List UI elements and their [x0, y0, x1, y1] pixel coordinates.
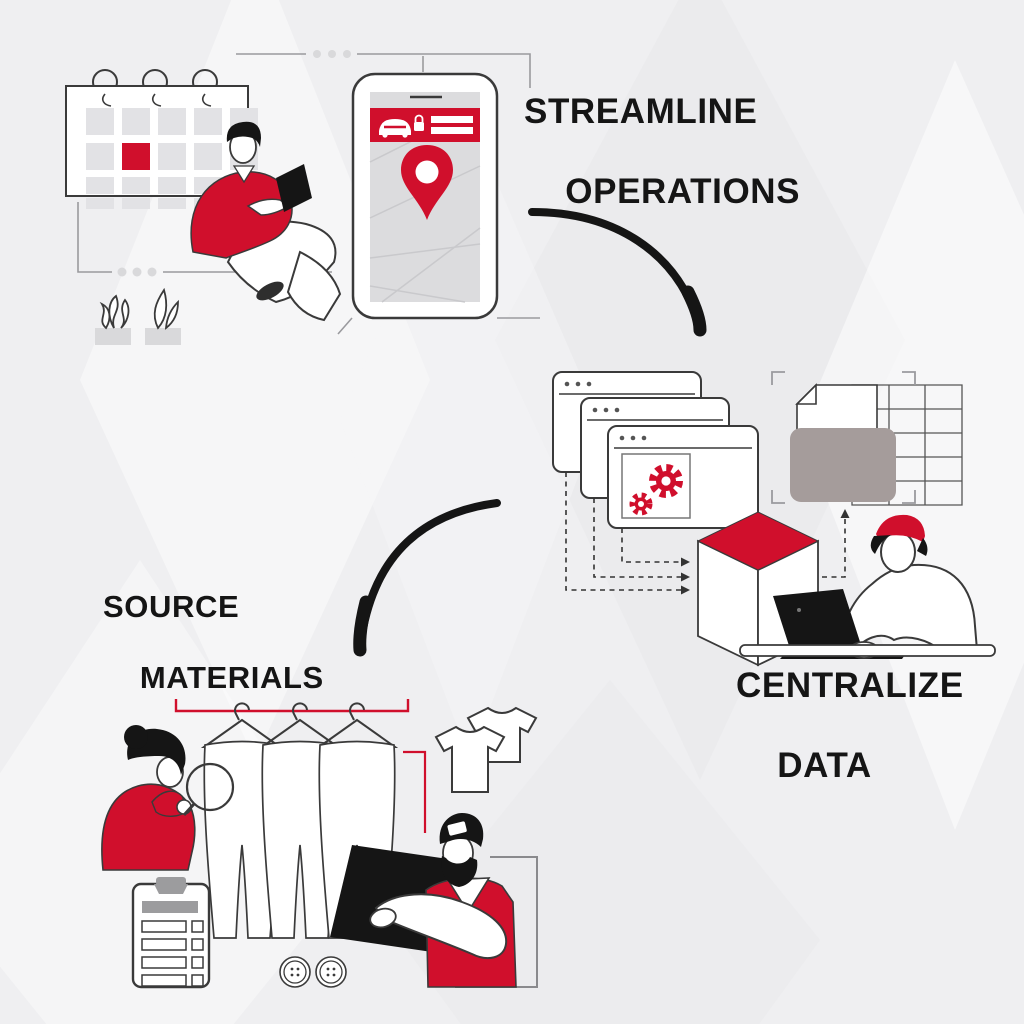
tablet-icon — [276, 164, 312, 212]
padlock-icon — [414, 114, 424, 131]
menu-bars-icon — [431, 116, 473, 134]
browser-windows-icon — [552, 371, 759, 529]
clipboard-checklist-icon — [131, 877, 211, 989]
label-line: CENTRALIZE — [736, 666, 964, 705]
label-line: OPERATIONS — [565, 171, 801, 211]
inspector-man-icon — [330, 813, 517, 988]
browser-window — [607, 425, 759, 529]
folder-icon — [790, 428, 896, 502]
app-banner — [370, 108, 480, 142]
cap-icon — [876, 514, 925, 542]
map-pin-icon — [401, 145, 453, 220]
tablet-person-icon — [190, 121, 342, 322]
trousers-icon — [203, 740, 396, 939]
smartphone-icon — [351, 72, 499, 320]
car-icon — [379, 119, 411, 138]
plant-icon — [95, 287, 181, 345]
corner-brackets-icon — [771, 371, 916, 504]
laptop-person-icon — [739, 514, 996, 659]
highlighted-date-icon — [122, 143, 150, 170]
desk-icon — [739, 644, 996, 657]
source-materials-label: SOURCE MATERIALS — [103, 589, 324, 695]
centralize-data-label: CENTRALIZE DATA — [736, 666, 964, 786]
gears-icon — [629, 464, 683, 516]
clothes-rack-icon — [174, 699, 410, 939]
magnifier-icon — [182, 762, 235, 817]
shoe-icon — [256, 281, 284, 301]
streamline-to-centralize-arrow — [528, 208, 707, 337]
tshirts-icon — [434, 706, 538, 793]
label-line: DATA — [777, 745, 872, 785]
streamline-frame-lines — [77, 50, 540, 335]
magnifier-woman-icon — [101, 725, 235, 871]
red-angle-line — [403, 750, 427, 833]
garment-buttons-icon — [279, 956, 347, 988]
centralize-to-source-arrow — [353, 499, 501, 657]
label-line: STREAMLINE — [524, 92, 758, 131]
dashed-flow-arrows-icon — [565, 472, 850, 595]
streamline-operations-label: STREAMLINE OPERATIONS — [524, 92, 800, 212]
label-line: SOURCE — [103, 589, 240, 624]
label-line: MATERIALS — [139, 659, 324, 695]
